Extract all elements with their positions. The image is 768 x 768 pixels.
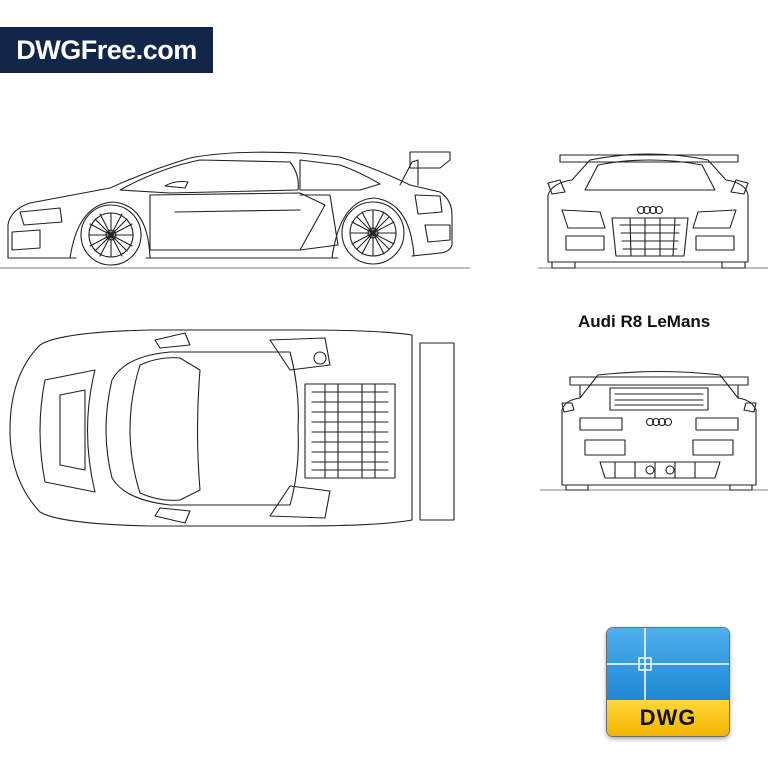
side-wing-stand (399, 159, 419, 186)
side-door-crease (174, 209, 301, 213)
front-audi-rings (636, 205, 664, 215)
front-windshield (584, 159, 716, 191)
dwg-badge-label: DWG (639, 705, 697, 730)
front-side-intakes (565, 235, 735, 251)
rear-diffuser-fins (614, 461, 696, 479)
front-right-headlight (692, 209, 737, 229)
side-rear-arch (331, 197, 415, 259)
dwg-badge-blue-panel (607, 628, 729, 700)
side-front-arch (69, 201, 151, 259)
top-side-intakes (269, 337, 331, 519)
rear-exhaust-left (645, 465, 655, 475)
rear-engine-window (609, 387, 709, 411)
side-rear-wing (409, 151, 451, 169)
front-body-outline (547, 153, 749, 263)
top-hood (39, 369, 96, 493)
top-engine-cover (304, 383, 396, 479)
drawing-title: Audi R8 LeMans (578, 312, 711, 331)
rear-tires (565, 484, 753, 491)
top-hood-vent (59, 389, 86, 471)
front-left-headlight (561, 209, 606, 229)
side-door (149, 192, 326, 251)
top-engine-louvres (311, 383, 389, 479)
dwg-badge-yellow-panel: DWG (607, 700, 729, 736)
top-view (9, 329, 455, 527)
rear-view (539, 370, 768, 491)
site-logo-banner: DWGFree.com (0, 27, 213, 73)
front-right-mirror (730, 179, 749, 195)
rear-vents (584, 439, 734, 456)
crosshair-icon (607, 628, 729, 700)
side-blade (299, 194, 339, 251)
rear-wing-plane (569, 376, 749, 386)
rear-tail-lights (579, 417, 739, 431)
rear-window-louvres (614, 393, 704, 406)
top-body-outline (9, 329, 413, 527)
front-wing-edge (559, 154, 739, 163)
rear-wing-stands (579, 384, 739, 399)
rear-diffuser (599, 461, 721, 479)
top-fuel-cap (313, 351, 327, 365)
side-window (119, 159, 299, 194)
rear-audi-rings (645, 417, 673, 427)
top-rear-wing (419, 342, 455, 521)
side-rear-wheel (341, 201, 405, 265)
side-body-outline (7, 151, 453, 259)
side-view (0, 151, 471, 269)
rear-exhaust-right (665, 465, 675, 475)
site-name: DWGFree.com (16, 34, 197, 65)
side-rear-quarter-window (299, 159, 381, 191)
dwg-file-badge: DWG (606, 627, 730, 737)
front-left-mirror (547, 179, 566, 195)
side-front-wheel (80, 204, 142, 266)
side-mirror (164, 180, 189, 189)
front-grille-mesh (619, 217, 681, 257)
top-cabin-outline (105, 351, 299, 506)
side-front-intake (11, 229, 41, 251)
top-windshield (129, 357, 201, 501)
front-grille (611, 217, 689, 257)
side-headlight (19, 207, 63, 226)
top-mirrors (154, 332, 191, 524)
front-view (537, 153, 768, 269)
front-tires (551, 261, 746, 269)
side-rear-vent (424, 224, 451, 243)
rear-mirrors (561, 402, 757, 413)
side-tail-light (414, 194, 443, 215)
